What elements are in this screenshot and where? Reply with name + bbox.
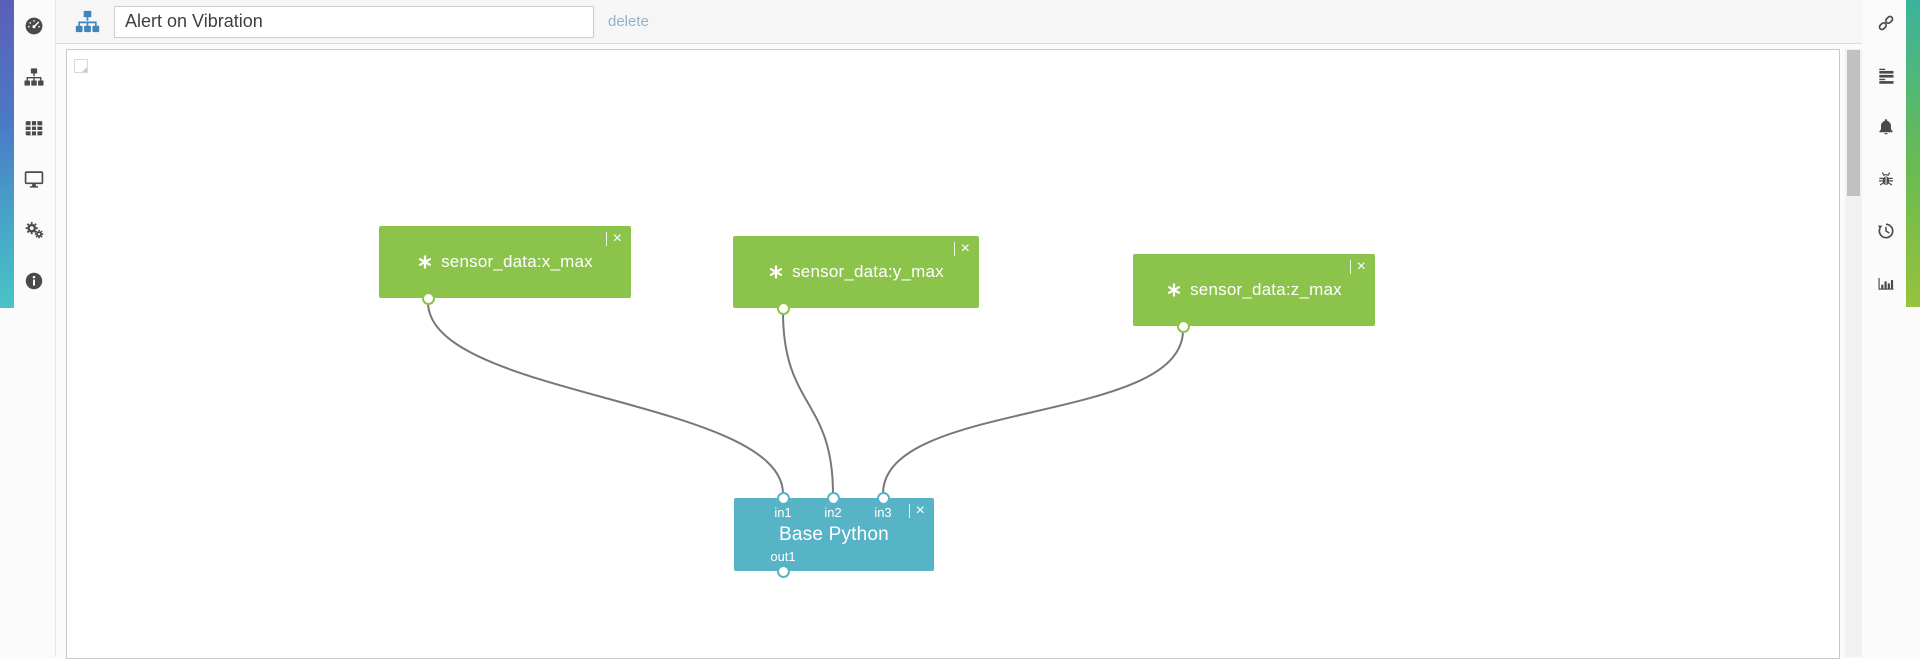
flow-name-input[interactable] — [114, 5, 594, 38]
sidebar-item-debug[interactable] — [1866, 159, 1906, 199]
bell-icon — [1876, 117, 1896, 137]
sidebar-item-dashboards[interactable] — [14, 6, 54, 46]
port-base_python-out1[interactable] — [776, 564, 790, 578]
port-base_python-in3[interactable] — [876, 491, 890, 505]
sidebar-item-connections[interactable] — [1866, 3, 1906, 43]
close-icon: × — [1356, 258, 1366, 275]
node-title: sensor_data:z_max — [1133, 254, 1375, 326]
divider — [1349, 260, 1351, 274]
close-icon: × — [915, 502, 925, 519]
node-title: sensor_data:x_max — [379, 226, 631, 298]
divider — [605, 232, 607, 246]
asterisk-icon — [768, 264, 784, 280]
history-icon — [1876, 221, 1896, 241]
sliders-icon — [1876, 65, 1896, 85]
sitemap-icon — [74, 8, 101, 35]
port-label-out1: out1 — [770, 549, 796, 564]
info-icon — [23, 270, 45, 292]
node-label: sensor_data:z_max — [1190, 280, 1342, 299]
edge-sensor_z_max-to-in3[interactable] — [882, 329, 1184, 495]
node-sensor_x_max[interactable]: sensor_data:x_max × — [379, 226, 631, 305]
node-base_python[interactable]: Base Python × in1 in2 in3 out1 — [734, 491, 934, 578]
right-gradient-strip — [1906, 0, 1920, 307]
sidebar-item-devices[interactable] — [14, 159, 54, 199]
bug-icon — [1876, 169, 1896, 189]
edge-sensor_y_max-to-in2[interactable] — [782, 311, 834, 495]
node-close-button[interactable]: × — [1349, 258, 1366, 275]
port-sensor_z_max-out[interactable] — [1176, 319, 1190, 333]
scrollbar-thumb[interactable] — [1847, 50, 1860, 196]
sidebar-item-statistics[interactable] — [1866, 263, 1906, 303]
node-label: sensor_data:y_max — [792, 262, 944, 281]
port-sensor_x_max-out[interactable] — [421, 291, 435, 305]
note-icon — [74, 59, 88, 73]
sidebar-item-settings[interactable] — [14, 210, 54, 250]
asterisk-icon — [417, 254, 433, 270]
delete-flow-button[interactable]: delete — [608, 13, 649, 30]
gauge-icon — [23, 15, 45, 37]
port-label-in2: in2 — [824, 505, 842, 520]
port-base_python-in1[interactable] — [776, 491, 790, 505]
link-icon — [1876, 13, 1896, 33]
sidebar-item-tasks[interactable] — [1866, 55, 1906, 95]
port-label-in3: in3 — [874, 505, 892, 520]
edge-sensor_x_max-to-in1[interactable] — [427, 301, 784, 495]
node-title: sensor_data:y_max — [733, 236, 979, 308]
bar-chart-icon — [1876, 273, 1896, 293]
node-close-button[interactable]: × — [953, 240, 970, 257]
port-sensor_y_max-out[interactable] — [776, 301, 790, 315]
topbar: delete — [56, 0, 1862, 44]
divider — [908, 504, 910, 518]
close-icon: × — [612, 230, 622, 247]
sidebar-item-history[interactable] — [1866, 211, 1906, 251]
node-title: Base Python — [734, 498, 934, 571]
sidebar-item-info[interactable] — [14, 261, 54, 301]
divider — [953, 242, 955, 256]
sidebar-item-flows[interactable] — [14, 57, 54, 97]
sitemap-icon — [23, 66, 45, 88]
sidebar-item-alerts[interactable] — [1866, 107, 1906, 147]
node-sensor_y_max[interactable]: sensor_data:y_max × — [733, 236, 979, 315]
node-label: Base Python — [779, 523, 889, 545]
close-icon: × — [960, 240, 970, 257]
node-close-button[interactable]: × — [605, 230, 622, 247]
node-close-button[interactable]: × — [908, 502, 925, 519]
gears-icon — [23, 219, 45, 241]
port-base_python-in2[interactable] — [826, 491, 840, 505]
monitor-icon — [23, 168, 45, 190]
port-label-in1: in1 — [774, 505, 792, 520]
vertical-scrollbar[interactable] — [1845, 49, 1862, 657]
node-label: sensor_data:x_max — [441, 252, 593, 271]
flow-canvas[interactable]: sensor_data:x_max×sensor_data:y_max×sens… — [66, 49, 1840, 659]
sidebar-item-tables[interactable] — [14, 108, 54, 148]
edges-layer — [427, 301, 1184, 495]
left-gradient-strip — [0, 0, 14, 308]
table-icon — [23, 117, 45, 139]
asterisk-icon — [1166, 282, 1182, 298]
node-sensor_z_max[interactable]: sensor_data:z_max × — [1133, 254, 1375, 333]
